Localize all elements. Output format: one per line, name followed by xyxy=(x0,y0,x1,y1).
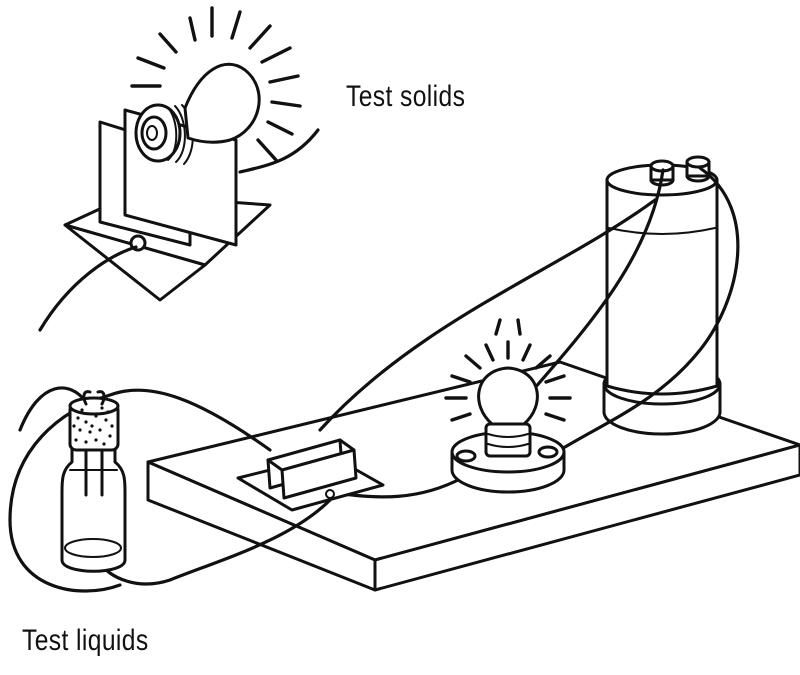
circuit-wires xyxy=(8,166,740,593)
test-liquids-jar xyxy=(60,390,127,573)
test-liquids-label: Test liquids xyxy=(22,624,149,657)
board-clip xyxy=(236,438,385,512)
board-lamp xyxy=(444,318,572,494)
test-solids-label: Test solids xyxy=(346,80,466,113)
battery xyxy=(602,155,722,436)
test-solids-apparatus xyxy=(38,6,320,332)
